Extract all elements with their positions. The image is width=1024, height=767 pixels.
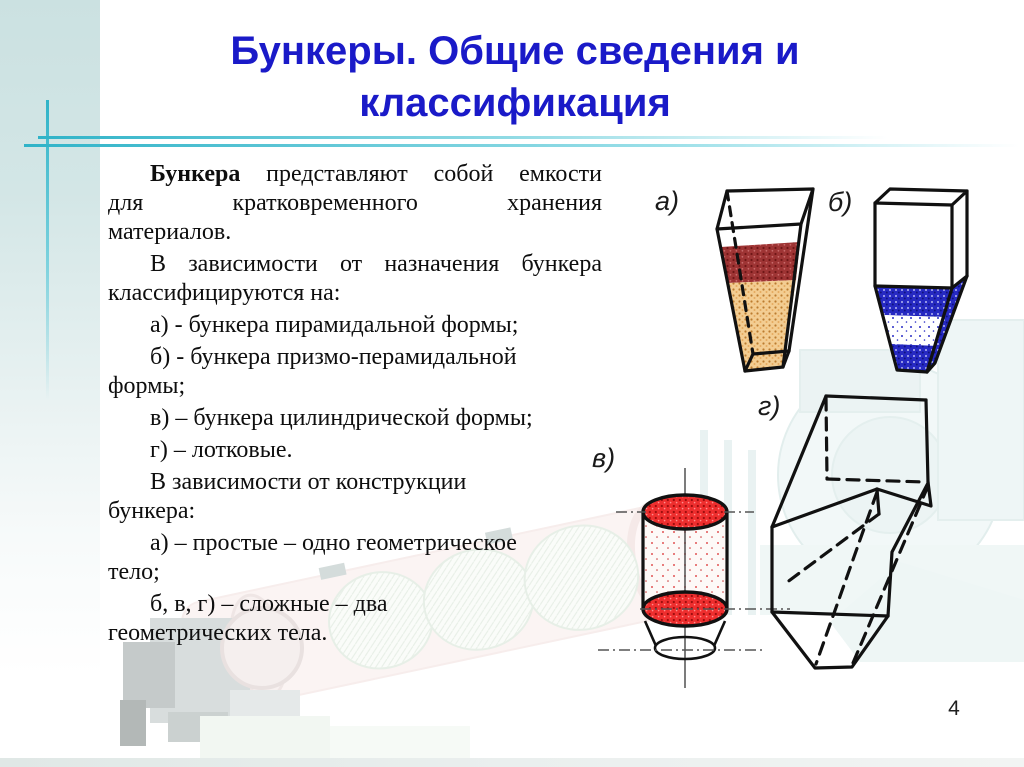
crosshair-horizontal-line-1 [38,136,888,139]
body-line: классифицируются на: [108,280,341,306]
body-line: а) - бункера пирамидальной формы; [150,312,519,338]
left-accent-band [0,0,100,767]
body-line: а) – простые – одно геометрическое [150,530,517,556]
figure-b-label: б) [828,187,853,217]
body-line: б) - бункера призмо-перамидальной [150,344,517,370]
body-line-text: представляют собой емкости [240,161,602,187]
figure-d-trough [770,394,933,670]
page-title: Бункеры. Общие сведения и классификация [115,25,915,129]
body-line: бункера: [108,498,196,524]
figure-v-label: в) [592,443,616,473]
bottom-strip [0,758,1024,767]
body-line: для кратковременного хранения [108,190,602,216]
body-line: г) – лотковые. [150,437,293,463]
body-line: геометрических тела. [108,620,328,646]
body-line: В зависимости от конструкции [150,469,467,495]
body-text: Бункера представляют собой емкости для к… [108,160,602,648]
crosshair-vertical-line [46,100,49,400]
crosshair-horizontal-line-2 [24,144,1019,147]
figure-a-label: а) [655,186,680,216]
body-line: формы; [108,373,186,399]
title-line-1: Бункеры. Общие сведения и [230,29,800,73]
figure-c-cylinder [598,468,790,688]
figure-b-prism-pyramid [873,187,969,374]
figure-g-label: г) [758,391,781,421]
body-line: в) – бункера цилиндрической формы; [150,405,533,431]
body-bold-term: Бункера [150,161,241,187]
body-line: б, в, г) – сложные – два [150,591,388,617]
page-number: 4 [948,697,960,720]
figure-a-pyramid [715,187,815,373]
title-line-2: классификация [359,81,671,125]
body-line: материалов. [108,219,232,245]
body-line: Бункера представляют собой емкости [108,160,602,189]
body-line: В зависимости от назначения бункера [150,251,602,277]
body-line: тело; [108,559,160,585]
